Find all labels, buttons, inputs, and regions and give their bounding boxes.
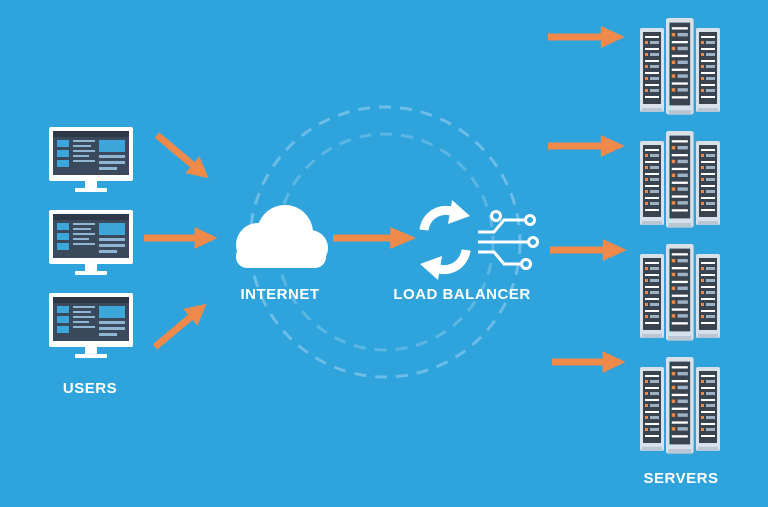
load-balancer-node: LOAD BALANCER: [393, 200, 539, 303]
server-4: [640, 357, 720, 454]
arrow-to-server-4: [552, 351, 626, 373]
arrow-to-server-3: [550, 239, 627, 261]
arrow-user-3-to-internet: [147, 295, 214, 356]
refresh-arrows-icon: [419, 200, 471, 280]
server-1: [640, 18, 720, 115]
arrow-user-2-to-internet: [144, 227, 218, 249]
servers-label: SERVERS: [644, 470, 719, 487]
arrow-to-server-2: [548, 135, 625, 157]
cloud-icon: [236, 205, 328, 268]
server-rack-icon: [640, 131, 720, 228]
server-3: [640, 244, 720, 341]
desktop-monitor-icon: [49, 210, 133, 275]
internet-label: INTERNET: [241, 286, 320, 303]
servers-group: SERVERS: [640, 18, 720, 487]
user-to-internet-arrows: [144, 126, 218, 356]
circuit-lines-icon: [478, 210, 539, 270]
user-desktop-2: [49, 210, 133, 275]
desktop-monitor-icon: [49, 127, 133, 192]
user-desktop-1: [49, 127, 133, 192]
arrow-user-1-to-internet: [149, 126, 216, 187]
users-label: USERS: [63, 380, 117, 397]
users-group: USERS: [49, 127, 133, 397]
user-desktop-3: [49, 293, 133, 358]
balancer-to-server-arrows: [548, 26, 627, 373]
arrow-internet-to-balancer: [333, 227, 417, 249]
server-rack-icon: [640, 357, 720, 454]
desktop-monitor-icon: [49, 293, 133, 358]
server-rack-icon: [640, 244, 720, 341]
arrow-to-server-1: [548, 26, 625, 48]
load-balancer-label: LOAD BALANCER: [393, 286, 530, 303]
server-2: [640, 131, 720, 228]
internet-node: INTERNET: [236, 205, 328, 303]
server-rack-icon: [640, 18, 720, 115]
